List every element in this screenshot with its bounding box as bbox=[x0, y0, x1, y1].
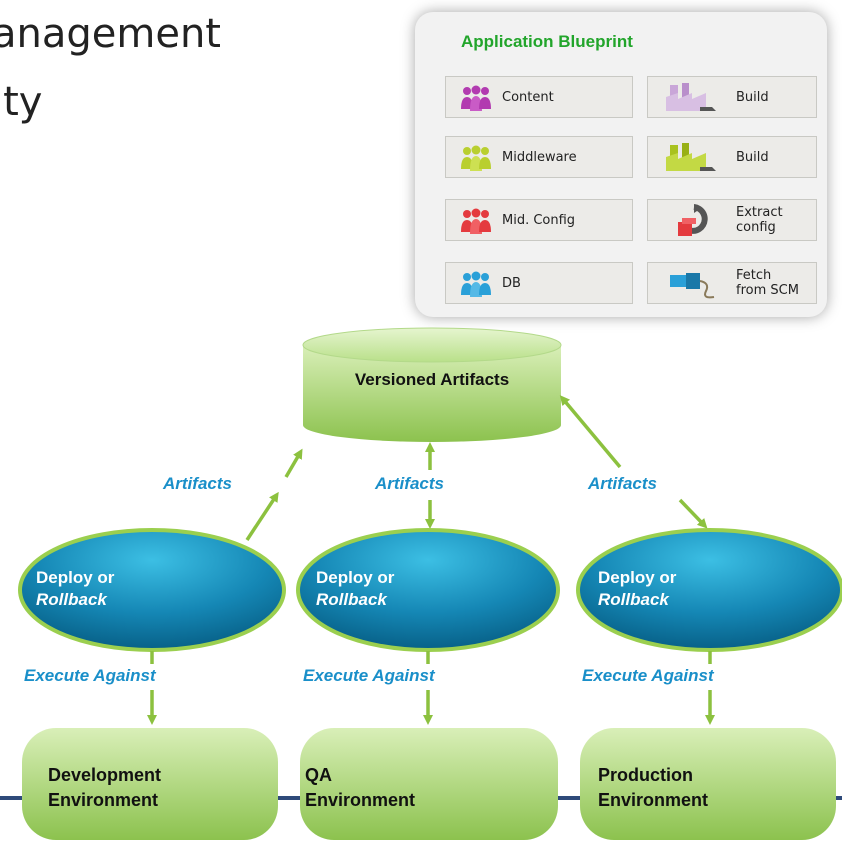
people-icon bbox=[461, 208, 491, 234]
environment-box-qa bbox=[300, 728, 558, 840]
execute-against-label-qa: Execute Against bbox=[303, 666, 435, 685]
artifacts-label-dev: Artifacts bbox=[163, 474, 232, 493]
blueprint-item-label: Content bbox=[502, 89, 554, 105]
background-title-line1: anagement bbox=[0, 11, 221, 57]
environment-name: Development bbox=[48, 765, 162, 785]
execute-against-label-prod: Execute Against bbox=[582, 666, 714, 685]
blueprint-step-fetch-from-scm: Fetch from SCM bbox=[647, 262, 817, 304]
step-label-line2: from SCM bbox=[736, 283, 799, 298]
fetch-icon bbox=[670, 273, 715, 299]
versioned-artifacts-repository bbox=[302, 327, 562, 442]
background-title: anagement ity bbox=[0, 0, 221, 136]
blueprint-item-db: DB bbox=[445, 262, 633, 304]
factory-icon bbox=[666, 143, 716, 171]
artifacts-arrow-prod-down bbox=[678, 498, 708, 529]
environment-suffix: Environment bbox=[48, 790, 159, 810]
people-icon bbox=[461, 271, 491, 297]
step-label-line2: config bbox=[736, 220, 776, 235]
artifacts-label-prod: Artifacts bbox=[588, 474, 657, 493]
artifacts-arrow-prod-up bbox=[559, 395, 622, 469]
blueprint-item-content: Content bbox=[445, 76, 633, 118]
background-title-line2: ity bbox=[0, 79, 43, 125]
environment-suffix: Environment bbox=[305, 790, 416, 810]
environment-label-development: Development Environment bbox=[48, 763, 161, 813]
rollback-label: Rollback bbox=[36, 590, 107, 609]
blueprint-step-label-two-line: Fetch from SCM bbox=[736, 263, 799, 303]
blueprint-title: Application Blueprint bbox=[461, 32, 633, 51]
deploy-label: Deploy or bbox=[36, 568, 115, 587]
deploy-rollback-label-qa: Deploy or Rollback bbox=[316, 567, 394, 611]
blueprint-step-label-two-line: Extract config bbox=[736, 200, 783, 240]
repository-label: Versioned Artifacts bbox=[354, 370, 510, 389]
blueprint-step-build: Build bbox=[647, 136, 817, 178]
deploy-rollback-label-prod: Deploy or Rollback bbox=[598, 567, 676, 611]
artifacts-arrow-dev-up-tip bbox=[284, 448, 303, 478]
blueprint-item-mid-config: Mid. Config bbox=[445, 199, 633, 241]
application-blueprint-panel: Application Blueprint Content Build Midd… bbox=[415, 12, 827, 317]
blueprint-item-label: Middleware bbox=[502, 149, 577, 165]
environment-suffix: Environment bbox=[598, 790, 709, 810]
step-label-line1: Extract bbox=[736, 205, 783, 220]
blueprint-item-label: Mid. Config bbox=[502, 212, 576, 228]
environment-label-production: Production Environment bbox=[598, 763, 708, 813]
rollback-label: Rollback bbox=[598, 590, 669, 609]
environment-name: Production bbox=[598, 765, 693, 785]
blueprint-step-label: Build bbox=[736, 149, 769, 165]
people-icon bbox=[461, 145, 491, 171]
environment-label-qa: QA Environment bbox=[305, 763, 415, 813]
execute-against-label-dev: Execute Against bbox=[24, 666, 156, 685]
blueprint-step-label: Build bbox=[736, 89, 769, 105]
blueprint-item-middleware: Middleware bbox=[445, 136, 633, 178]
deploy-rollback-dev bbox=[18, 528, 286, 652]
deploy-rollback-label-dev: Deploy or Rollback bbox=[36, 567, 114, 611]
factory-icon bbox=[666, 83, 716, 111]
deploy-label: Deploy or bbox=[316, 568, 395, 587]
people-icon bbox=[461, 85, 491, 111]
deploy-rollback-prod bbox=[576, 528, 842, 652]
environment-name: QA bbox=[305, 765, 332, 785]
blueprint-step-build: Build bbox=[647, 76, 817, 118]
deploy-rollback-qa bbox=[296, 528, 560, 652]
blueprint-step-extract-config: Extract config bbox=[647, 199, 817, 241]
artifacts-label-qa: Artifacts bbox=[375, 474, 444, 493]
rollback-label: Rollback bbox=[316, 590, 387, 609]
step-label-line1: Fetch bbox=[736, 268, 772, 283]
deploy-label: Deploy or bbox=[598, 568, 677, 587]
environment-box-development bbox=[22, 728, 278, 840]
environment-box-production bbox=[580, 728, 836, 840]
artifacts-arrow-dev-up bbox=[245, 491, 279, 541]
blueprint-item-label: DB bbox=[502, 275, 521, 291]
extract-icon bbox=[678, 204, 708, 236]
